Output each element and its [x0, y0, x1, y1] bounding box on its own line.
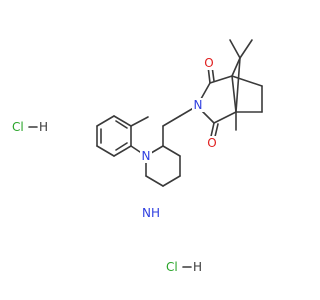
salt-2-h: H: [193, 260, 202, 274]
tolyl-ring: [96, 115, 132, 157]
atom-nh-piperazine: NH: [142, 206, 160, 220]
methyl-on-ring: [130, 116, 149, 127]
salt-hcl-1: Cl H: [12, 120, 48, 134]
atom-n-piperazine: N: [142, 149, 151, 163]
bicycle-methyls: [229, 39, 253, 131]
molecule-diagram: N NH N O O Cl H Cl H: [12, 39, 263, 274]
atom-n-imide: N: [194, 98, 203, 112]
atom-o-bottom: O: [207, 136, 216, 150]
salt-hcl-2: Cl H: [166, 260, 202, 274]
structure-drawing: N NH N O O Cl H Cl H: [12, 39, 263, 274]
salt-2-cl: Cl: [166, 260, 178, 274]
salt-1-h: H: [39, 120, 48, 134]
bicyclic-imide: [196, 57, 263, 142]
salt-1-cl: Cl: [12, 120, 24, 134]
atom-o-top: O: [204, 56, 213, 70]
propyl-chain: [162, 105, 198, 147]
